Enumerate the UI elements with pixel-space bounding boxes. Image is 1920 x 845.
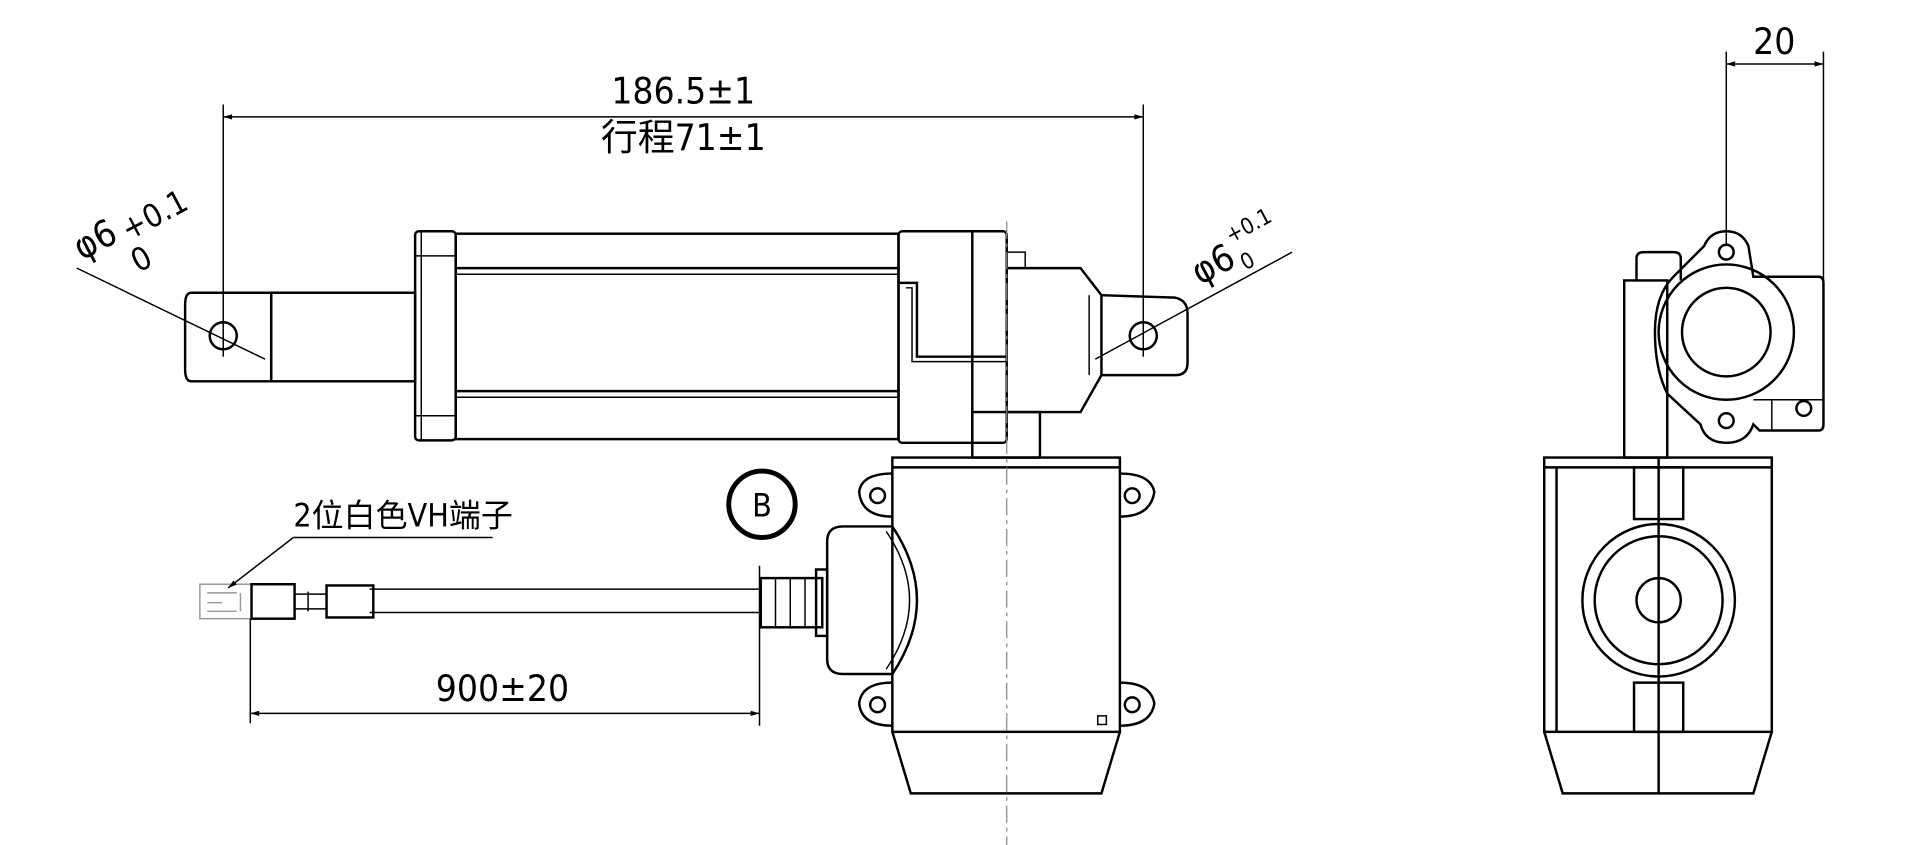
overall-length-dimension: 186.5±1 行程71±1 <box>222 69 1145 357</box>
vh-connector <box>199 583 253 620</box>
view-marker: B <box>726 468 798 540</box>
overall-length-label: 186.5±1 <box>611 69 755 112</box>
left-hole-tol-lower: 0 <box>124 238 158 280</box>
actuator-side-view: 20 <box>1543 20 1825 795</box>
side-width-label: 20 <box>1753 20 1795 63</box>
left-hole-tol-upper: +0.1 <box>114 182 193 248</box>
cable-length-dimension: 900±20 <box>249 618 760 724</box>
cable-length-label: 900±20 <box>436 667 569 710</box>
right-hole-tol-upper: +0.1 <box>1221 203 1276 249</box>
connector-label: 2位白色VH端子 <box>293 496 512 534</box>
right-hole-callout: φ6 +0.1 0 <box>1094 203 1293 360</box>
actuator-front-view <box>183 221 1189 845</box>
stroke-label: 行程71±1 <box>601 116 766 159</box>
connector-label-group: 2位白色VH端子 <box>227 496 513 589</box>
view-marker-label: B <box>752 487 772 525</box>
left-hole-diameter: φ6 <box>66 211 124 269</box>
cable-assembly <box>199 565 761 726</box>
